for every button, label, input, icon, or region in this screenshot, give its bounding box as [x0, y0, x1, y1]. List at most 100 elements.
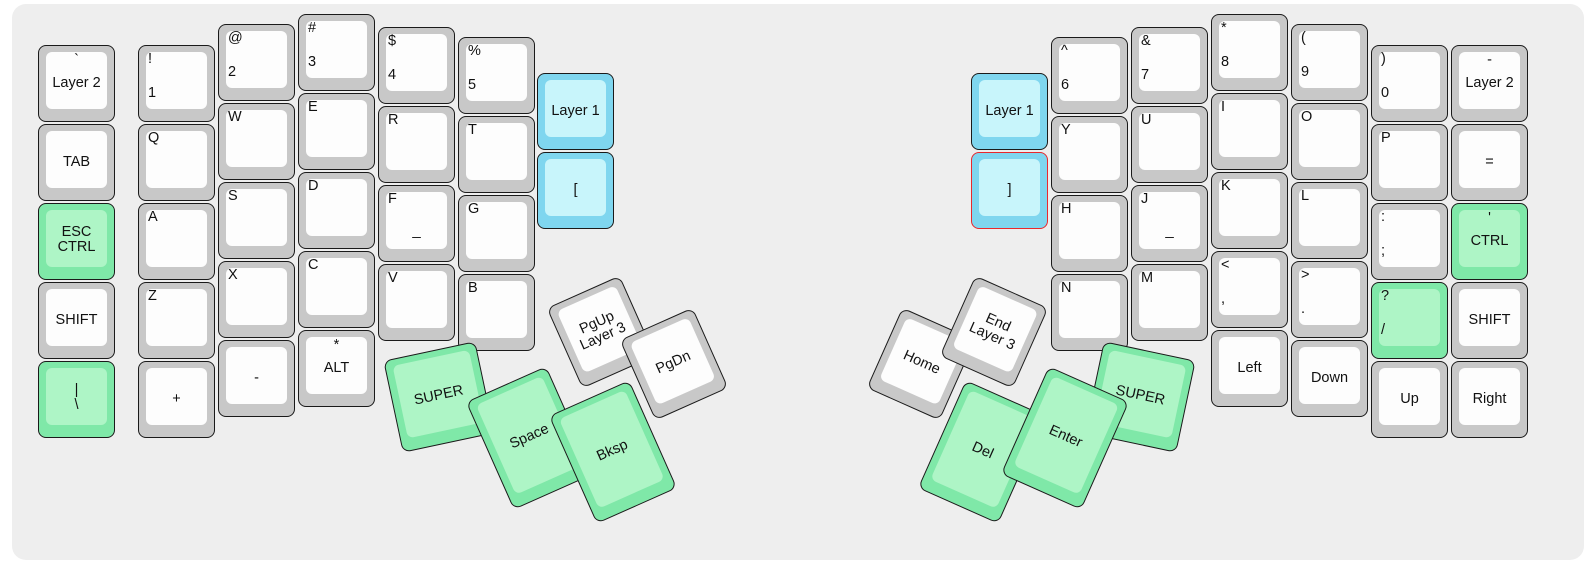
key-9[interactable]: (9 — [1291, 24, 1368, 101]
key-cap — [46, 52, 107, 109]
key-cap — [1459, 368, 1520, 425]
key-left[interactable]: Left — [1211, 330, 1288, 407]
key-6[interactable]: ^6 — [1051, 37, 1128, 114]
key--[interactable]: + — [138, 361, 215, 438]
key-up[interactable]: Up — [1371, 361, 1448, 438]
key-4[interactable]: $4 — [378, 27, 455, 104]
key-cap — [1219, 337, 1280, 394]
key--[interactable]: - — [218, 340, 295, 417]
key-layer-2[interactable]: -Layer 2 — [1451, 45, 1528, 122]
key-cap — [1299, 189, 1360, 246]
key-z[interactable]: Z — [138, 282, 215, 359]
key-cap — [306, 258, 367, 315]
key-alt[interactable]: *ALT — [298, 330, 375, 407]
key-cap — [1299, 268, 1360, 325]
key-2[interactable]: @2 — [218, 24, 295, 101]
key-layer-2[interactable]: `Layer 2 — [38, 45, 115, 122]
key--[interactable]: >. — [1291, 261, 1368, 338]
key-shift[interactable]: SHIFT — [38, 282, 115, 359]
key-s[interactable]: S — [218, 182, 295, 259]
key-cap — [1139, 34, 1200, 91]
key-cap — [979, 80, 1040, 137]
key-cap — [1059, 44, 1120, 101]
key-o[interactable]: O — [1291, 103, 1368, 180]
key-b[interactable]: B — [458, 274, 535, 351]
key-cap — [226, 189, 287, 246]
key-0[interactable]: )0 — [1371, 45, 1448, 122]
key--[interactable]: <, — [1211, 251, 1288, 328]
key-cap — [1139, 271, 1200, 328]
key-cap — [306, 179, 367, 236]
key-cap — [226, 31, 287, 88]
key-cap — [386, 34, 447, 91]
key-cap — [629, 317, 716, 406]
key-8[interactable]: *8 — [1211, 14, 1288, 91]
key-cap — [46, 368, 107, 425]
key-n[interactable]: N — [1051, 274, 1128, 351]
key-cap — [1379, 368, 1440, 425]
key-l[interactable]: L — [1291, 182, 1368, 259]
key-r[interactable]: R — [378, 106, 455, 183]
key-ctrl[interactable]: ESC CTRL — [38, 203, 115, 280]
key-c[interactable]: C — [298, 251, 375, 328]
key-1[interactable]: !1 — [138, 45, 215, 122]
key-t[interactable]: T — [458, 116, 535, 193]
key-f[interactable]: F_ — [378, 185, 455, 262]
key-down[interactable]: Down — [1291, 340, 1368, 417]
key-cap — [146, 52, 207, 109]
key-i[interactable]: I — [1211, 93, 1288, 170]
key-cap — [1459, 52, 1520, 109]
key-5[interactable]: %5 — [458, 37, 535, 114]
key-ctrl[interactable]: 'CTRL — [1451, 203, 1528, 280]
key-cap — [1299, 110, 1360, 167]
key-j[interactable]: J_ — [1131, 185, 1208, 262]
key--[interactable]: ?/ — [1371, 282, 1448, 359]
key-w[interactable]: W — [218, 103, 295, 180]
key-7[interactable]: &7 — [1131, 27, 1208, 104]
key-cap — [466, 44, 527, 101]
key-v[interactable]: V — [378, 264, 455, 341]
key--[interactable]: ] — [971, 152, 1048, 229]
key--[interactable]: [ — [537, 152, 614, 229]
key-x[interactable]: X — [218, 261, 295, 338]
key--[interactable]: = — [1451, 124, 1528, 201]
key-cap — [1299, 347, 1360, 404]
key-cap — [146, 131, 207, 188]
key--[interactable]: | \ — [38, 361, 115, 438]
key-cap — [466, 123, 527, 180]
key-tab[interactable]: TAB — [38, 124, 115, 201]
key-cap — [1299, 31, 1360, 88]
key-cap — [1139, 192, 1200, 249]
key-cap — [46, 131, 107, 188]
key-cap — [146, 368, 207, 425]
key-k[interactable]: K — [1211, 172, 1288, 249]
key-3[interactable]: #3 — [298, 14, 375, 91]
key-cap — [392, 349, 485, 439]
key--[interactable]: :; — [1371, 203, 1448, 280]
key-cap — [386, 113, 447, 170]
key-shift[interactable]: SHIFT — [1451, 282, 1528, 359]
key-right[interactable]: Right — [1451, 361, 1528, 438]
key-p[interactable]: P — [1371, 124, 1448, 201]
key-y[interactable]: Y — [1051, 116, 1128, 193]
key-a[interactable]: A — [138, 203, 215, 280]
key-cap — [1379, 52, 1440, 109]
key-g[interactable]: G — [458, 195, 535, 272]
key-d[interactable]: D — [298, 172, 375, 249]
key-cap — [46, 210, 107, 267]
key-cap — [1219, 179, 1280, 236]
key-q[interactable]: Q — [138, 124, 215, 201]
key-h[interactable]: H — [1051, 195, 1128, 272]
key-cap — [306, 100, 367, 157]
key-layer-1[interactable]: Layer 1 — [537, 73, 614, 150]
key-cap — [979, 159, 1040, 216]
key-cap — [226, 110, 287, 167]
key-m[interactable]: M — [1131, 264, 1208, 341]
key-layer-1[interactable]: Layer 1 — [971, 73, 1048, 150]
key-u[interactable]: U — [1131, 106, 1208, 183]
key-cap — [1459, 289, 1520, 346]
key-cap — [1059, 281, 1120, 338]
key-cap — [1379, 210, 1440, 267]
key-e[interactable]: E — [298, 93, 375, 170]
